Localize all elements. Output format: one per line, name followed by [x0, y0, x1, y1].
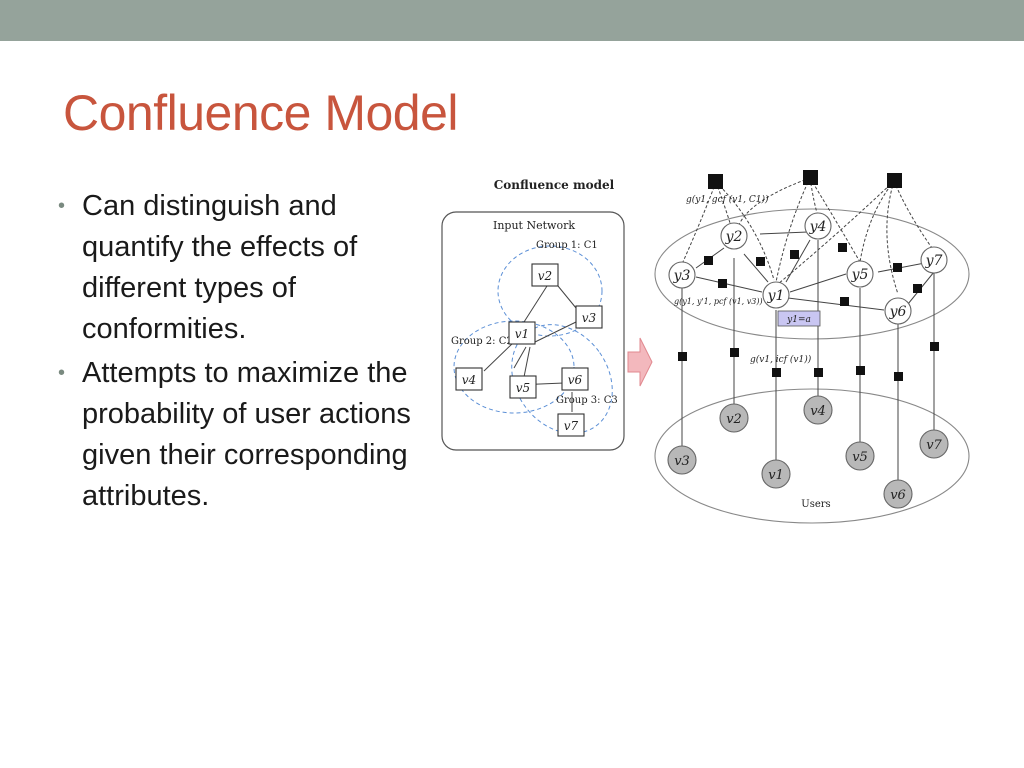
latent-node-y6 — [884, 297, 912, 325]
latent-node-y4 — [804, 212, 832, 240]
latent-node-y2 — [720, 222, 748, 250]
latent-node-y3 — [668, 261, 696, 289]
pcf-label: g(y1, y'1, pcf (v1, v3)) — [674, 297, 763, 306]
user-label-v2: v2 — [726, 412, 742, 427]
user-label-v4: v4 — [810, 404, 826, 419]
latent-layer-ellipse — [654, 208, 970, 340]
latent-label-y2: y2 — [725, 229, 743, 245]
user-node-v6 — [883, 479, 913, 509]
confluence-diagram: Confluence model Input Network Group 1: … — [438, 164, 978, 529]
bullet-item: • Can distinguish and quantify the effec… — [58, 186, 428, 350]
net-label-v5: v5 — [516, 381, 530, 395]
diagram-svg: Confluence model Input Network Group 1: … — [441, 170, 970, 524]
gcf-label: g(y1, gcf (v1, C1)) — [686, 194, 769, 205]
net-node-v2 — [531, 263, 559, 287]
icf-label: g(v1, icf (v1)) — [750, 354, 812, 365]
left-panel-caption: Confluence model — [494, 178, 615, 192]
net-label-v1: v1 — [515, 327, 529, 341]
user-node-v1 — [761, 459, 791, 489]
group-1-ellipse — [497, 245, 603, 337]
observed-action-box — [777, 310, 821, 327]
user-node-v5 — [845, 441, 875, 471]
input-network-title: Input Network — [493, 219, 575, 232]
network-nodes — [455, 263, 603, 437]
latent-label-y5: y5 — [851, 267, 869, 283]
user-node-v7 — [919, 429, 949, 459]
user-layer-ellipse — [654, 388, 970, 524]
net-label-v7: v7 — [564, 419, 579, 433]
transform-arrow-icon — [627, 337, 653, 387]
group-1-label: Group 1: C1 — [536, 240, 598, 251]
net-label-v3: v3 — [582, 311, 597, 325]
latent-node-y5 — [846, 260, 874, 288]
factor-squares — [678, 170, 939, 381]
latent-label-y7: y7 — [925, 253, 943, 269]
slide-title: Confluence Model — [63, 85, 459, 141]
net-node-v1 — [508, 321, 536, 345]
net-node-v7 — [557, 413, 585, 437]
user-label-v5: v5 — [852, 450, 868, 465]
net-label-v6: v6 — [568, 373, 583, 387]
latent-nodes — [668, 212, 948, 325]
users-label: Users — [801, 499, 830, 510]
bullet-icon: • — [58, 195, 66, 217]
latent-label-y1: y1 — [767, 288, 785, 304]
user-node-v2 — [719, 403, 749, 433]
bullet-list: • Can distinguish and quantify the effec… — [58, 186, 428, 520]
latent-node-y1 — [762, 281, 790, 309]
net-node-v4 — [455, 367, 483, 391]
latent-label-y6: y6 — [889, 304, 907, 320]
user-label-v7: v7 — [926, 438, 942, 453]
user-node-v4 — [803, 395, 833, 425]
user-label-v3: v3 — [674, 454, 690, 469]
bullet-icon: • — [58, 362, 66, 384]
bullet-text: Can distinguish and quantify the effects… — [82, 190, 358, 345]
user-label-v1: v1 — [768, 468, 784, 483]
top-bar — [0, 0, 1024, 41]
bullet-text: Attempts to maximize the probability of … — [82, 357, 411, 512]
net-node-v6 — [561, 367, 589, 391]
user-label-v6: v6 — [890, 488, 906, 503]
net-label-v4: v4 — [462, 373, 476, 387]
net-node-v5 — [509, 375, 537, 399]
user-nodes — [667, 395, 949, 509]
observed-action-label: y1=a — [786, 315, 811, 325]
latent-label-y3: y3 — [673, 268, 691, 284]
bullet-item: • Attempts to maximize the probability o… — [58, 353, 428, 517]
group-3-label: Group 3: C3 — [556, 395, 618, 406]
user-node-v3 — [667, 445, 697, 475]
group-2-ellipse — [453, 320, 575, 414]
latent-label-y4: y4 — [809, 219, 827, 235]
group-2-label: Group 2: C2 — [451, 336, 513, 347]
network-edges — [483, 285, 577, 412]
net-label-v2: v2 — [538, 269, 552, 283]
latent-node-y7 — [920, 246, 948, 274]
net-node-v3 — [575, 305, 603, 329]
